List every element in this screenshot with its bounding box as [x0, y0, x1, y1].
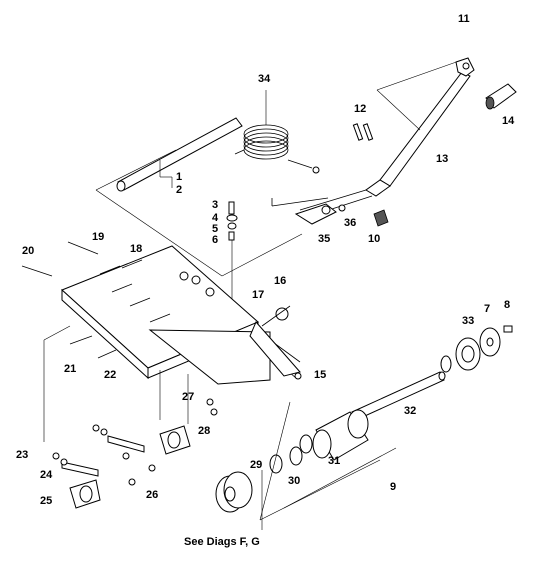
clip-part	[455, 57, 475, 77]
callout-29: 29	[250, 459, 262, 471]
callout-28: 28	[198, 425, 210, 437]
callout-36: 36	[344, 217, 356, 229]
parts-drawing	[21, 57, 517, 513]
rod-part	[116, 117, 243, 192]
callout-35: 35	[318, 233, 330, 245]
callout-24: 24	[40, 469, 53, 481]
see-diagrams-caption: See Diags F, G	[184, 536, 260, 548]
callout-3: 3	[212, 199, 218, 211]
callout-7: 7	[484, 303, 490, 315]
callout-9: 9	[390, 481, 396, 493]
blade-adapter-part	[440, 337, 481, 373]
callout-2: 2	[176, 184, 182, 196]
callout-34: 34	[258, 73, 271, 85]
callout-19: 19	[92, 231, 104, 243]
callout-15: 15	[314, 369, 326, 381]
bracket-assembly-part	[271, 197, 346, 225]
callout-20: 20	[22, 245, 34, 257]
frame-hardware-part	[69, 271, 215, 359]
callout-30: 30	[288, 475, 300, 487]
frame-plate-part	[61, 245, 301, 385]
pulley-part	[215, 471, 253, 513]
callout-27: 27	[182, 391, 194, 403]
bearing-washers-part	[269, 434, 313, 474]
spindle-housing-part	[312, 409, 369, 461]
callout-33: 33	[462, 315, 474, 327]
flange-bearings-part	[61, 425, 191, 509]
callout-26: 26	[146, 489, 158, 501]
long-bolts-part	[21, 241, 99, 277]
cable-coil-part	[234, 90, 320, 174]
pin-part	[294, 372, 302, 380]
callout-13: 13	[436, 153, 448, 165]
callout-23: 23	[16, 449, 28, 461]
callout-32: 32	[404, 405, 416, 417]
callout-8: 8	[504, 299, 510, 311]
callouts: 1 2 3 4 5 6 7 8 9 10 11 12 13 14 15 16 1…	[16, 13, 515, 507]
handle-bar-part	[299, 59, 471, 219]
callout-1: 1	[176, 171, 182, 183]
spindle-shaft-part	[351, 371, 446, 421]
grip-part	[485, 83, 517, 110]
small-nuts-part	[52, 398, 218, 486]
washer-part	[479, 327, 501, 357]
leader-lines	[43, 149, 397, 530]
callout-10: 10	[368, 233, 380, 245]
callout-25: 25	[40, 495, 52, 507]
callout-16: 16	[274, 275, 286, 287]
cap-part	[373, 209, 389, 227]
callout-17: 17	[252, 289, 264, 301]
callout-22: 22	[104, 369, 116, 381]
callout-31: 31	[328, 455, 340, 467]
lever-part	[249, 305, 301, 377]
callout-5: 5	[212, 223, 218, 235]
callout-18: 18	[130, 243, 142, 255]
callout-14: 14	[502, 115, 515, 127]
screws-part	[352, 123, 374, 141]
callout-6: 6	[212, 234, 218, 246]
callout-4: 4	[212, 212, 219, 224]
bolt-part	[503, 325, 513, 333]
callout-21: 21	[64, 363, 76, 375]
bolt-stack-part	[226, 201, 238, 330]
callout-12: 12	[354, 103, 366, 115]
callout-11: 11	[458, 13, 470, 25]
